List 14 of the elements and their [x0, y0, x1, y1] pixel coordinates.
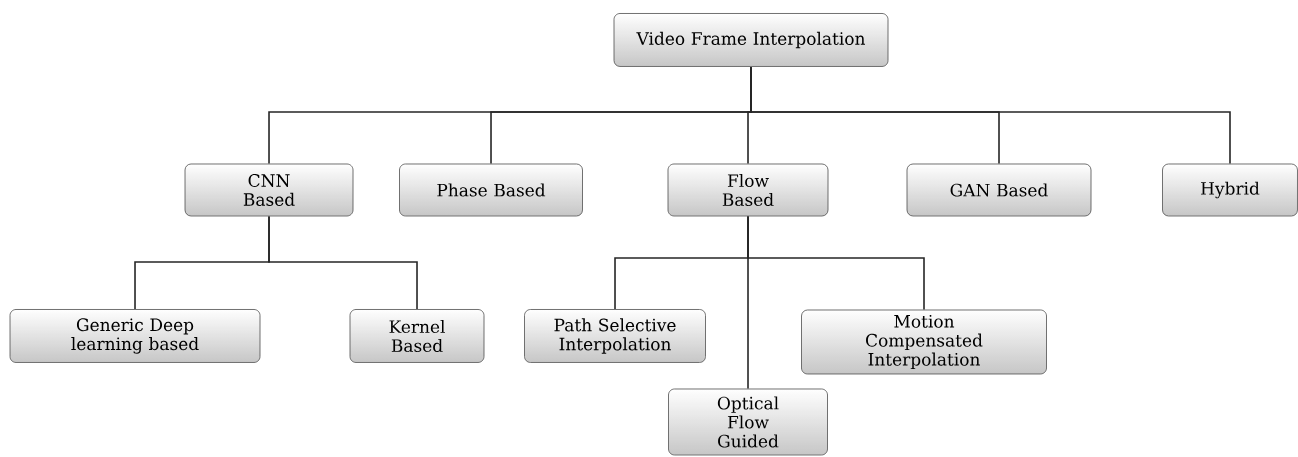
rounded-box: Hybrid	[1162, 163, 1298, 217]
rounded-box: CNN Based	[184, 163, 354, 217]
rounded-box: Generic Deep learning based	[9, 309, 261, 363]
connector-line	[750, 66, 1231, 165]
rounded-box: Kernel Based	[349, 309, 485, 363]
rounded-box: Optical Flow Guided	[668, 388, 828, 456]
connector-line	[268, 215, 418, 310]
rounded-box: GAN Based	[906, 163, 1092, 217]
rounded-box: Flow Based	[667, 163, 829, 217]
rounded-box: Motion Compensated Interpolation	[801, 309, 1047, 375]
rounded-box: Path Selective Interpolation	[524, 309, 706, 363]
rounded-box: Phase Based	[399, 163, 583, 217]
rounded-box: Video Frame Interpolation	[613, 13, 889, 67]
connector-line	[747, 215, 749, 390]
